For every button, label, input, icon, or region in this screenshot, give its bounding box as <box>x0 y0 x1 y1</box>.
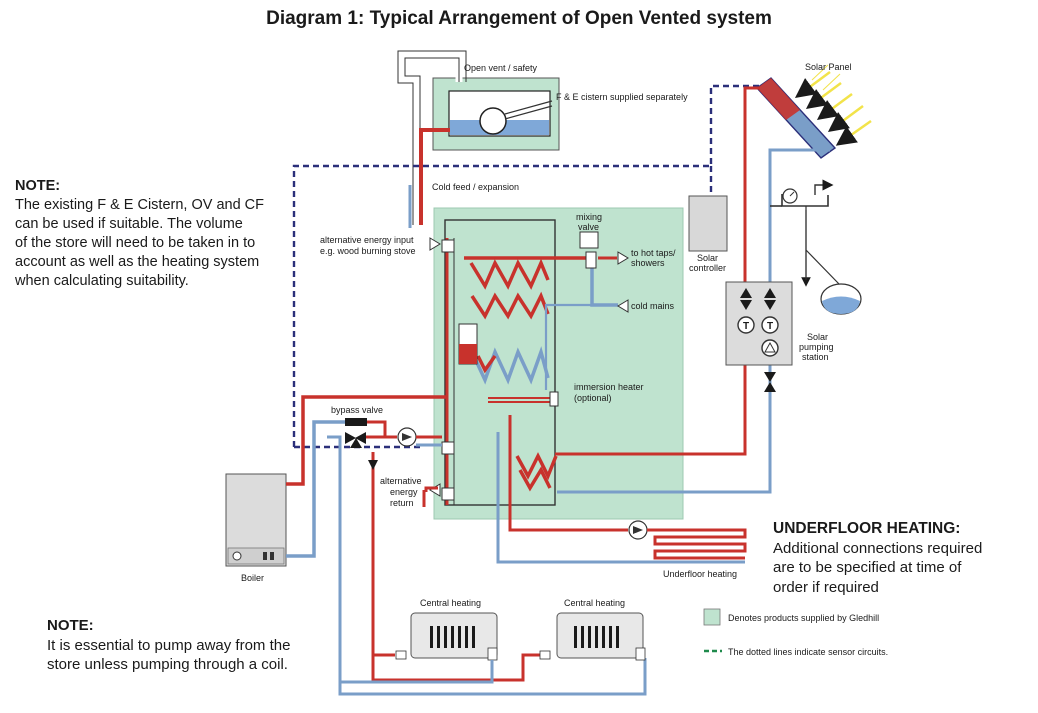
note-top-line: when calculating suitability. <box>15 273 189 289</box>
label-solar-pumping-2: pumping <box>799 342 834 352</box>
label-open-vent: Open vent / safety <box>464 63 538 73</box>
sun-rays <box>794 70 872 146</box>
label-alt-input-1: alternative energy input <box>320 235 414 245</box>
label-solar-pumping-1: Solar <box>807 332 828 342</box>
underfloor-note-line: Additional connections required <box>773 539 983 557</box>
label-cold-mains: cold mains <box>631 301 675 311</box>
underfloor-note-line: are to be specified at time of <box>773 559 962 576</box>
label-solar-controller-1: Solar <box>697 253 718 263</box>
svg-text:T: T <box>743 321 749 332</box>
note-bottom-heading: NOTE: <box>47 617 94 634</box>
boiler <box>225 473 287 567</box>
label-fe-cistern: F & E cistern supplied separately <box>556 92 688 102</box>
underfloor-note-heading: UNDERFLOOR HEATING: <box>773 520 961 537</box>
bypass-valve <box>345 418 367 426</box>
label-cold-feed: Cold feed / expansion <box>432 182 519 192</box>
note-bottom-line: It is essential to pump away from the <box>47 636 291 654</box>
radiator <box>539 612 646 661</box>
underfloor-note-line: order if required <box>773 578 879 596</box>
label-alt-return-2: energy <box>390 487 418 497</box>
mixing-valve <box>579 231 599 249</box>
note-top: NOTE: The existing F & E Cistern, OV and… <box>15 177 264 291</box>
label-alt-return-1: alternative <box>380 476 422 486</box>
expansion-vessel <box>820 283 862 315</box>
fe-cistern <box>432 77 560 151</box>
radiator <box>340 612 498 684</box>
label-hot-taps-1: to hot taps/ <box>631 248 676 258</box>
solar-coil <box>515 452 558 492</box>
cold-coil <box>470 346 550 385</box>
label-underfloor: Underfloor heating <box>663 569 737 579</box>
label-bypass: bypass valve <box>331 405 383 415</box>
legend-gledhill-label: Denotes products supplied by Gledhill <box>728 613 879 623</box>
label-solar-panel: Solar Panel <box>805 62 852 72</box>
underfloor-loop <box>647 528 747 560</box>
note-top-line: can be used if suitable. The volume <box>15 216 243 232</box>
label-mixing-2: valve <box>578 222 599 232</box>
label-mixing-1: mixing <box>576 212 602 222</box>
underfloor-note: UNDERFLOOR HEATING: Additional connectio… <box>773 519 982 597</box>
label-solar-pumping-3: station <box>802 352 829 362</box>
label-central-heating: Central heating <box>420 598 481 608</box>
immersion-heater <box>488 391 559 407</box>
label-solar-controller-2: controller <box>689 263 726 273</box>
note-bottom-line: store unless pumping through a coil. <box>47 656 288 673</box>
label-immersion-2: (optional) <box>574 393 612 403</box>
note-bottom: NOTE: It is essential to pump away from … <box>47 616 290 675</box>
label-alt-input-2: e.g. wood burning stove <box>320 246 416 256</box>
label-immersion-1: immersion heater <box>574 382 644 392</box>
label-hot-taps-2: showers <box>631 258 665 268</box>
note-top-line: The existing F & E Cistern, OV and CF <box>15 197 265 213</box>
label-central-heating: Central heating <box>564 598 625 608</box>
solar-panel <box>755 77 837 159</box>
legend-gledhill-swatch <box>703 608 721 626</box>
solar-pumping-station: T T <box>725 281 793 366</box>
svg-text:T: T <box>767 321 773 332</box>
note-top-heading: NOTE: <box>15 178 61 194</box>
label-boiler: Boiler <box>241 573 264 583</box>
hot-coil <box>464 256 595 290</box>
label-alt-return-3: return <box>390 498 414 508</box>
solar-controller <box>688 195 728 252</box>
diagram-title: Diagram 1: Typical Arrangement of Open V… <box>266 8 772 29</box>
legend-dotted-label: The dotted lines indicate sensor circuit… <box>728 647 888 657</box>
note-top-line: of the store will need to be taken in to <box>15 235 256 251</box>
note-top-line: account as well as the heating system <box>15 254 260 270</box>
